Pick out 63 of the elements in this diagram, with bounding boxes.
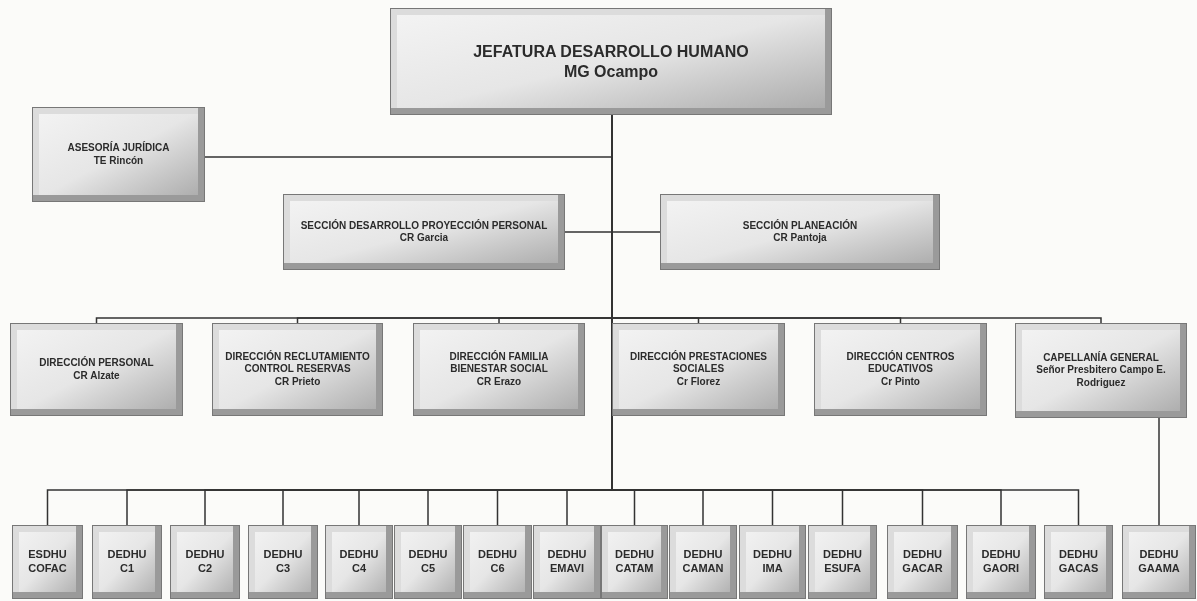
org-unit-box — [390, 8, 832, 115]
org-unit-box — [283, 194, 565, 270]
unit-name: SECCIÓN PLANEACIÓN — [742, 219, 858, 232]
unit-name: DEDHU CAMAN — [682, 548, 724, 576]
org-unit-box — [966, 525, 1036, 599]
unit-name: DEDHU C3 — [262, 548, 304, 576]
unit-name: DEDHU EMAVI — [546, 548, 588, 576]
org-unit-box — [1044, 525, 1113, 599]
unit-name: DEDHU C4 — [338, 548, 380, 576]
unit-head-name: Cr Florez — [676, 375, 721, 389]
unit-name: SECCIÓN DESARROLLO PROYECCIÓN PERSONAL — [300, 219, 548, 232]
unit-name: DEDHU ESUFA — [821, 548, 864, 576]
org-unit-box — [212, 323, 383, 416]
org-unit-box — [612, 323, 785, 416]
unit-name: DEDHU C6 — [476, 548, 519, 576]
org-unit-box — [463, 525, 532, 599]
unit-name: DEDHU GAORI — [980, 548, 1022, 576]
unit-name: DEDHU GACAR — [901, 548, 944, 576]
org-unit-box — [814, 323, 987, 416]
org-unit-box — [660, 194, 940, 270]
unit-name: DIRECCIÓN PERSONAL — [39, 357, 154, 370]
unit-head-name: MG Ocampo — [563, 61, 659, 82]
unit-head-name: Señor Presbitero Campo E. Rodriguez — [1035, 364, 1167, 390]
unit-head-name: CR Alzate — [73, 369, 120, 382]
unit-name: ASESORÍA JURÍDICA — [67, 142, 170, 155]
org-unit-box — [12, 525, 83, 599]
unit-name: DIRECCIÓN CENTROS EDUCATIVOS — [845, 350, 956, 376]
org-unit-box — [1015, 323, 1187, 418]
org-unit-box — [170, 525, 240, 599]
unit-name: JEFATURA DESARROLLO HUMANO — [473, 41, 749, 62]
unit-name: DEDHU CATAM — [614, 548, 655, 576]
unit-name: DEDHU GACAS — [1057, 548, 1100, 576]
org-unit-box — [808, 525, 877, 599]
org-unit-box — [92, 525, 162, 599]
unit-name: CAPELLANÍA GENERAL — [1043, 351, 1159, 365]
org-unit-box — [413, 323, 585, 416]
org-unit-box — [533, 525, 601, 599]
org-unit-box — [325, 525, 393, 599]
org-unit-box — [32, 107, 205, 202]
unit-head-name: TE Rincón — [93, 154, 144, 167]
unit-head-name: CR Erazo — [476, 375, 522, 389]
unit-head-name: Cr Pinto — [881, 375, 920, 389]
org-unit-box — [669, 525, 737, 599]
unit-name: DEDHU C1 — [106, 548, 148, 576]
unit-name: DEDHU IMA — [752, 548, 793, 576]
unit-head-name: CR Prieto — [274, 375, 321, 389]
org-unit-box — [887, 525, 958, 599]
unit-name: DIRECCIÓN RECLUTAMIENTO CONTROL RESERVAS — [225, 350, 370, 376]
org-unit-box — [394, 525, 462, 599]
org-unit-box — [1122, 525, 1196, 599]
unit-name: DEDHU GAAMA — [1137, 548, 1181, 576]
unit-head-name: CR Pantoja — [773, 232, 827, 245]
org-unit-box — [248, 525, 318, 599]
org-unit-box — [10, 323, 183, 416]
org-unit-box — [739, 525, 806, 599]
unit-name: DIRECCIÓN PRESTACIONES SOCIALES — [628, 350, 769, 376]
unit-name: DEDHU C5 — [407, 548, 449, 576]
unit-name: DEDHU C2 — [184, 548, 226, 576]
unit-name: ESDHU COFAC — [27, 548, 68, 576]
unit-name: DIRECCIÓN FAMILIA BIENESTAR SOCIAL — [448, 350, 550, 376]
unit-head-name: CR Garcia — [399, 232, 449, 245]
connector-line — [1158, 417, 1160, 526]
org-unit-box — [601, 525, 668, 599]
